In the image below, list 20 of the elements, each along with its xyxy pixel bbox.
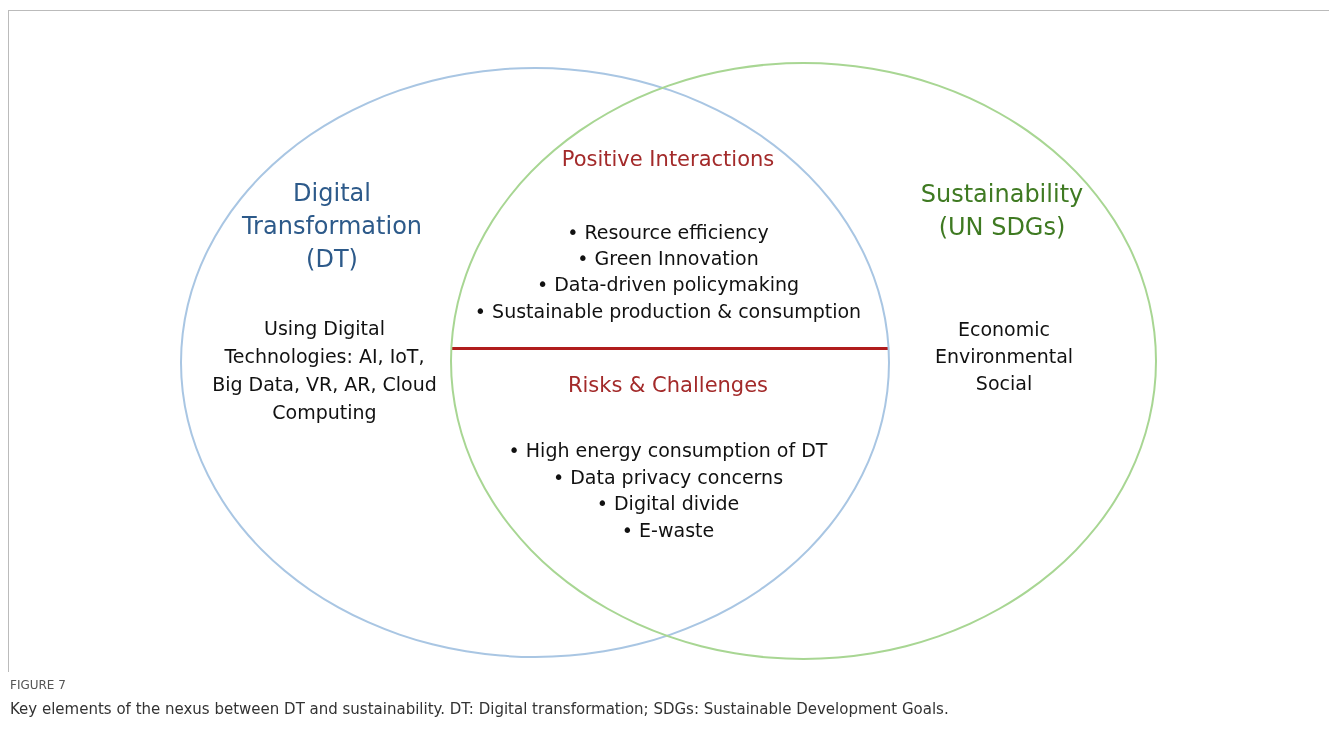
- circle-text: Economic: [957, 317, 1051, 342]
- section-heading: Risks & Challenges: [567, 372, 769, 398]
- circle-text: Using Digital Technologies: AI, IoT, Big Data, VR, AR, Cloud Computing: [211, 316, 438, 425]
- figure-label: FIGURE 7: [10, 678, 66, 692]
- venn-circle: [450, 62, 1157, 660]
- bullet-item: • Digital divide: [596, 491, 740, 516]
- circle-text: Social: [974, 371, 1034, 396]
- circle-heading: Sustainability (UN SDGs): [919, 179, 1085, 243]
- bullet-item: • Green Innovation: [577, 246, 759, 271]
- venn-circle: [180, 67, 890, 658]
- bullet-item: • Data privacy concerns: [552, 465, 784, 490]
- caption: Key elements of the nexus between DT and sustainability. DT: Digital transformation; SDGs: Sustainable Development Goals.: [10, 700, 949, 718]
- circle-text: Environmental: [933, 344, 1075, 369]
- bullet-item: • Data-driven policymaking: [536, 272, 800, 297]
- bullet-item: • Resource efficiency: [567, 220, 769, 245]
- bullet-item: • Sustainable production & consumption: [474, 299, 862, 324]
- circle-heading: Digital Transformation (DT): [240, 178, 424, 275]
- bullet-item: • E-waste: [621, 518, 715, 543]
- bullet-item: • High energy consumption of DT: [508, 438, 828, 463]
- section-heading: Positive Interactions: [561, 146, 775, 172]
